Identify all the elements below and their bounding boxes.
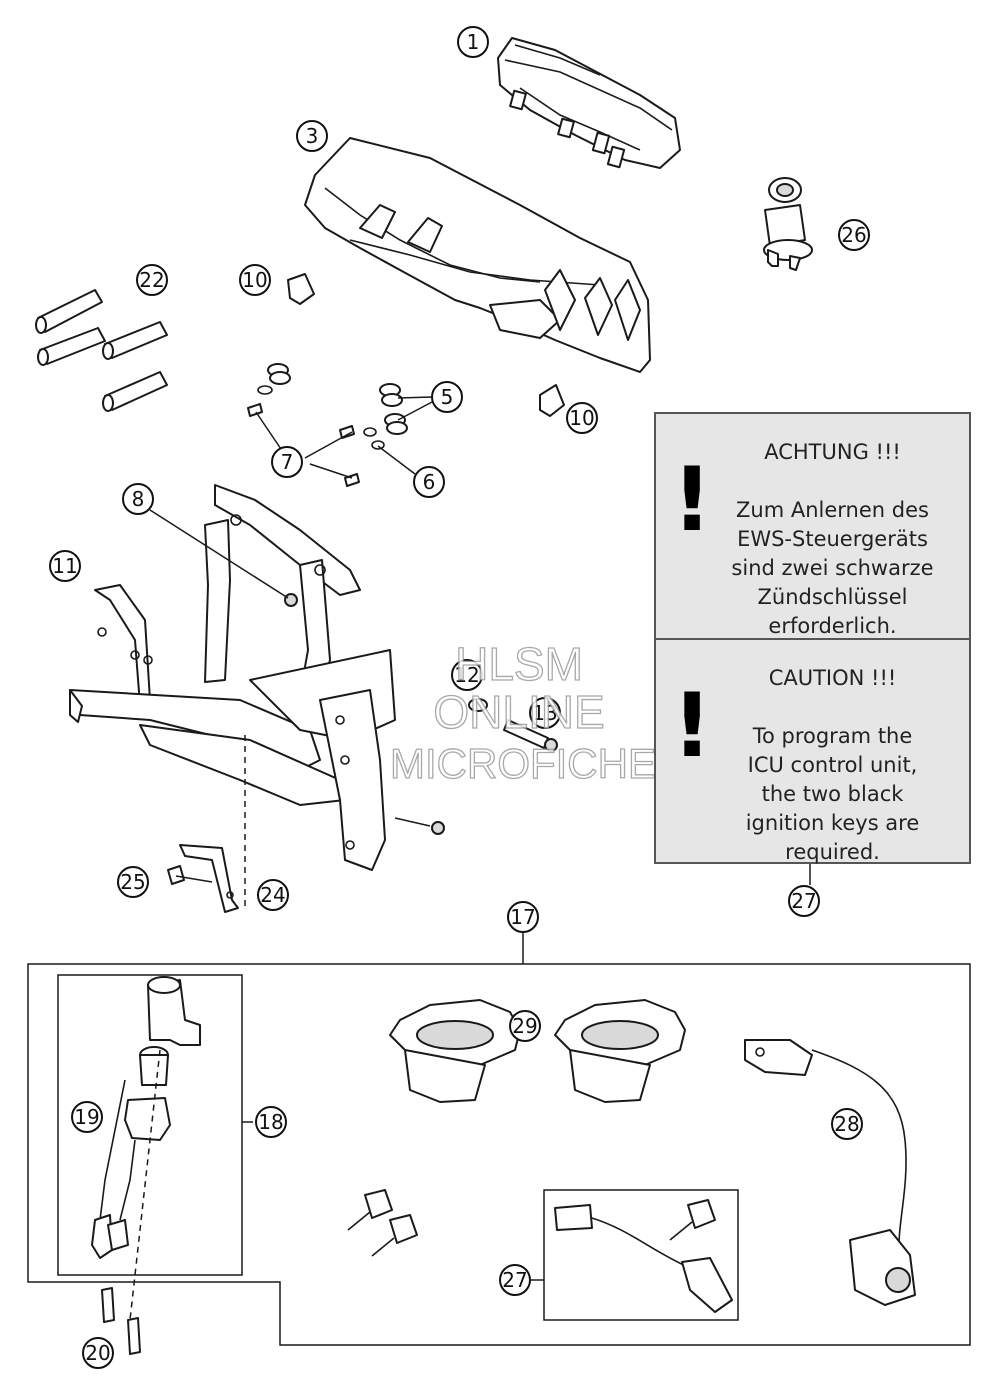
callout-3: 3: [296, 120, 328, 152]
bolt-and-bushing-parts: [468, 698, 558, 752]
notice-heading: ACHTUNG !!!: [764, 440, 901, 464]
svg-text:11: 11: [52, 554, 77, 578]
notice-line: the two black: [761, 782, 904, 806]
notice-line: ICU control unit,: [747, 753, 918, 777]
notice-line: EWS-Steuergeräts: [737, 527, 928, 551]
headlight-bracket-part: [69, 484, 445, 871]
sleeve-parts: [35, 289, 168, 412]
programming-cable-part: [554, 1204, 733, 1313]
mounting-bracket-parts: [167, 735, 246, 913]
callout-8: 8: [122, 483, 154, 515]
callout-20: 20: [82, 1337, 114, 1369]
callout-18: 18: [255, 1106, 287, 1138]
svg-text:MICROFICHE: MICROFICHE: [390, 740, 656, 787]
svg-text:5: 5: [441, 385, 454, 409]
svg-text:1: 1: [467, 30, 480, 54]
ignition-lock-part: [91, 976, 201, 1259]
svg-text:27: 27: [502, 1268, 527, 1292]
svg-text:7: 7: [281, 450, 294, 474]
notice-line: ignition keys are required.: [745, 811, 920, 864]
tank-cap-parts: [389, 999, 686, 1103]
clip-nut-parts: [287, 273, 565, 417]
callout-27-notice: 27: [788, 885, 820, 917]
notice-english: ! CAUTION !!! To program the ICU control…: [654, 638, 971, 864]
callout-5: 5: [431, 381, 463, 413]
callout-22: 22: [136, 264, 168, 296]
watermark: HLSM ONLINE MICROFICHE: [389, 637, 656, 787]
notice-line: To program the: [752, 724, 913, 748]
notice-german: ! ACHTUNG !!! Zum Anlernen des EWS-Steue…: [654, 412, 971, 640]
svg-text:12: 12: [454, 663, 479, 687]
exclamation-icon: !: [672, 448, 713, 551]
svg-text:28: 28: [834, 1112, 859, 1136]
callout-12: 12: [451, 659, 483, 691]
callout-1: 1: [457, 26, 489, 58]
svg-text:24: 24: [260, 883, 285, 907]
notice-line: sind zwei schwarze: [731, 556, 934, 580]
svg-text:10: 10: [569, 406, 594, 430]
svg-text:25: 25: [120, 870, 145, 894]
svg-text:ONLINE: ONLINE: [433, 686, 604, 738]
notice-heading: CAUTION !!!: [768, 666, 897, 690]
callout-24: 24: [257, 879, 289, 911]
svg-text:HLSM: HLSM: [455, 638, 583, 690]
exclamation-icon: !: [672, 674, 713, 777]
callout-10-top: 10: [239, 264, 271, 296]
svg-text:13: 13: [532, 701, 557, 725]
immobilizer-cable-part: [744, 1039, 916, 1306]
svg-text:10: 10: [242, 268, 267, 292]
notice-line: Zündschlüssel erforderlich.: [757, 585, 908, 638]
callout-27-cable: 27: [499, 1264, 531, 1296]
svg-text:18: 18: [258, 1110, 283, 1134]
svg-text:20: 20: [85, 1341, 110, 1365]
callout-11: 11: [49, 550, 81, 582]
svg-text:19: 19: [74, 1105, 99, 1129]
svg-text:6: 6: [423, 470, 436, 494]
callout-19: 19: [71, 1101, 103, 1133]
grommet-washer-screw-parts: [247, 363, 433, 487]
svg-text:22: 22: [139, 268, 164, 292]
power-socket-part: [763, 177, 813, 271]
lock-screw-parts: [101, 1049, 161, 1355]
svg-text:29: 29: [512, 1014, 537, 1038]
callout-28: 28: [831, 1108, 863, 1140]
svg-text:8: 8: [132, 487, 145, 511]
key-parts: [347, 1189, 716, 1257]
svg-text:26: 26: [841, 223, 866, 247]
instrument-cluster-part: [497, 37, 681, 169]
svg-text:17: 17: [510, 905, 535, 929]
callout-29: 29: [509, 1010, 541, 1042]
callout-26: 26: [838, 219, 870, 251]
callout-17: 17: [507, 901, 539, 933]
notice-line: Zum Anlernen des: [736, 498, 929, 522]
callout-10-right: 10: [566, 402, 598, 434]
callout-13: 13: [529, 697, 561, 729]
callout-25: 25: [117, 866, 149, 898]
callout-7: 7: [271, 446, 303, 478]
svg-text:27: 27: [791, 889, 816, 913]
headlight-mask-part: [304, 137, 651, 373]
callout-6: 6: [413, 466, 445, 498]
svg-text:3: 3: [306, 124, 319, 148]
